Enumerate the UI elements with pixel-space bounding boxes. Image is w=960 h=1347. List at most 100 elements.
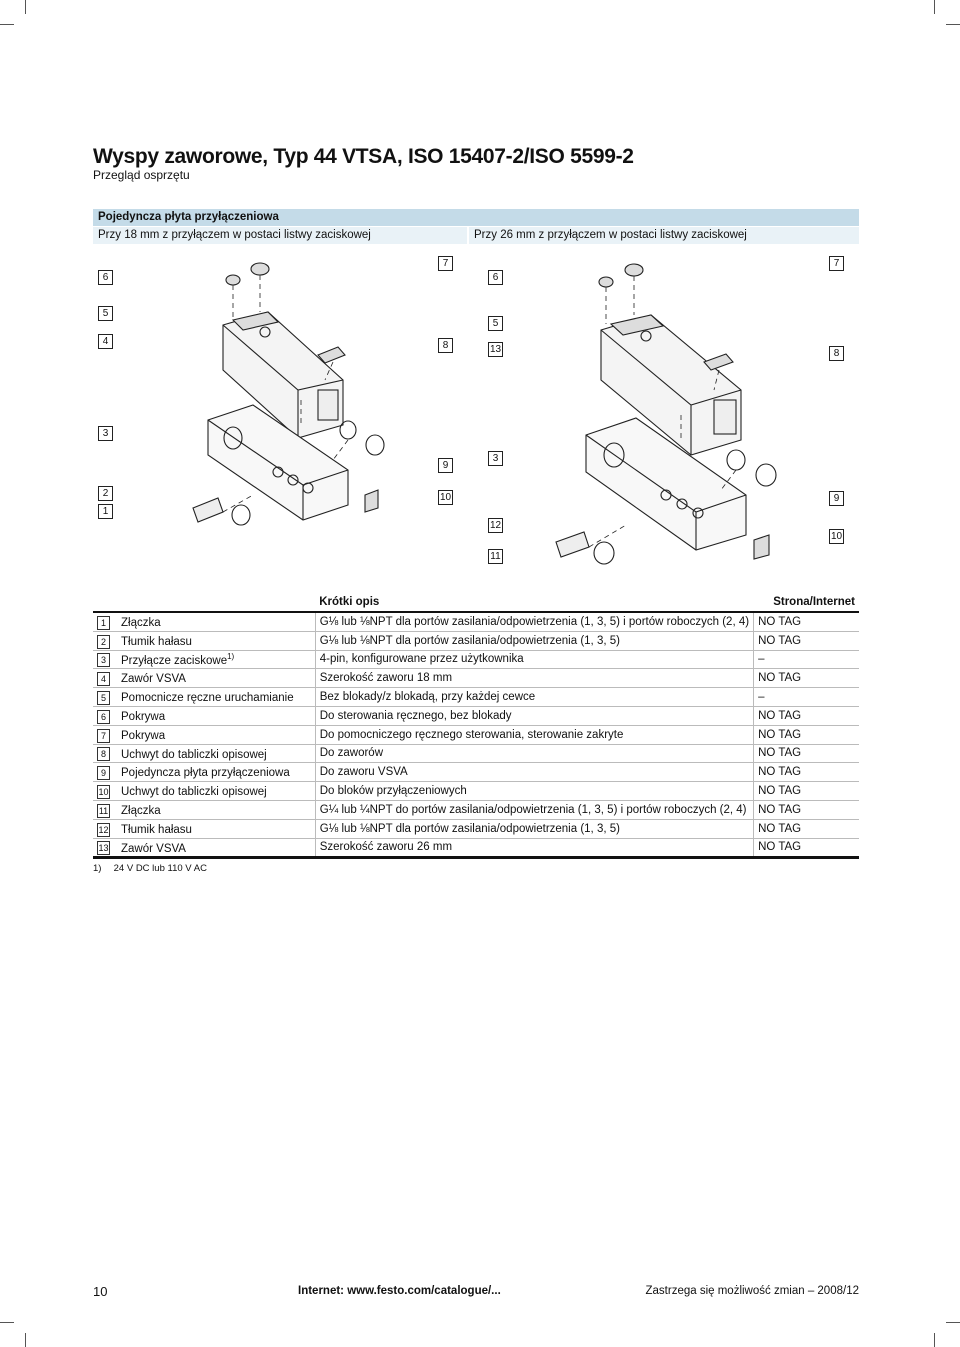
cell-name: 11 Złączka — [93, 800, 316, 820]
item-name: Tłumik hałasu — [121, 635, 192, 648]
item-number: 12 — [97, 822, 110, 837]
table-row: 1 Złączka G⅛ lub ⅛NPT dla portów zasilania… — [93, 612, 859, 632]
exploded-view-26mm: 6 7 5 13 8 3 9 12 10 11 — [486, 250, 859, 570]
page-title: Wyspy zaworowe, Typ 44 VTSA, ISO 15407-2… — [93, 145, 634, 168]
item-number: 13 — [97, 841, 110, 856]
cell-link: – — [753, 687, 859, 707]
callout-10: 10 — [438, 490, 453, 505]
cell-description: Szerokość zaworu 26 mm — [314, 838, 754, 860]
item-name: Zawór VSVA — [121, 842, 186, 855]
callout-9: 9 — [829, 491, 844, 506]
callout-5: 5 — [98, 306, 113, 321]
cell-link: NO TAG — [753, 706, 859, 726]
header-empty — [93, 592, 315, 612]
callout-8: 8 — [438, 338, 453, 353]
item-name: Pokrywa — [121, 710, 166, 723]
crop-mark — [0, 24, 14, 25]
footnote-text: 24 V DC lub 110 V AC — [113, 863, 207, 874]
item-name: Zawór VSVA — [121, 673, 186, 686]
cell-name: 9 Pojedyncza płyta przyłączeniowa — [93, 762, 316, 783]
exploded-view-drawing — [192, 262, 385, 526]
cell-link: NO TAG — [753, 838, 859, 860]
item-name: Pomocnicze ręczne uruchamianie — [121, 692, 294, 705]
cell-link: NO TAG — [753, 762, 859, 783]
crop-mark — [0, 1322, 14, 1323]
crop-mark — [934, 1333, 935, 1347]
footer-notice: Zastrzega się możliwość zmian – 2008/12 — [645, 1285, 860, 1297]
left-caption: Przy 18 mm z przyłączem w postaci listwy… — [93, 227, 467, 244]
cell-description: G⅛ lub ⅛NPT dla portów zasilania/odpowie… — [314, 612, 754, 632]
crop-mark — [934, 0, 935, 14]
item-number: 4 — [97, 672, 110, 687]
callout-3: 3 — [488, 451, 503, 466]
callout-6: 6 — [488, 270, 503, 285]
callout-12: 12 — [488, 518, 503, 533]
callout-5: 5 — [488, 316, 503, 331]
table-header-row: Krótki opis Strona/Internet — [93, 592, 859, 612]
crop-mark — [25, 0, 26, 14]
footnote: 1) 24 V DC lub 110 V AC — [93, 863, 207, 874]
callout-8: 8 — [829, 346, 844, 361]
footnote-mark: 1) — [93, 863, 102, 874]
item-number: 3 — [97, 653, 110, 668]
cell-name: 7 Pokrywa — [93, 725, 316, 745]
cell-link: NO TAG — [753, 668, 859, 689]
item-name: Uchwyt do tabliczki opisowej — [121, 748, 267, 761]
cell-name: 8 Uchwyt do tabliczki opisowej — [93, 744, 316, 764]
crop-mark — [946, 24, 960, 25]
item-number: 7 — [97, 728, 110, 743]
cell-link: NO TAG — [753, 631, 859, 651]
cell-link: NO TAG — [753, 800, 859, 820]
item-number: 9 — [97, 766, 110, 781]
footer-internet: Internet: www.festo.com/catalogue/... — [298, 1285, 501, 1297]
callout-6: 6 — [98, 270, 113, 285]
callout-7: 7 — [829, 256, 844, 271]
exploded-view-drawing — [555, 263, 777, 565]
callout-3: 3 — [98, 426, 113, 441]
cell-link: NO TAG — [753, 725, 859, 745]
right-caption: Przy 26 mm z przyłączem w postaci listwy… — [469, 227, 859, 244]
table-row: 9 Pojedyncza płyta przyłączeniowa Do zawor… — [93, 762, 859, 783]
item-number: 5 — [97, 690, 110, 705]
callout-10: 10 — [829, 529, 844, 544]
cell-description: Do zaworów — [314, 744, 754, 764]
cell-description: G⅛ lub ⅛NPT dla portów zasilania/odpowie… — [314, 819, 754, 839]
callout-7: 7 — [438, 256, 453, 271]
cell-name: 1 Złączka — [93, 612, 316, 632]
item-name: Uchwyt do tabliczki opisowej — [121, 786, 267, 798]
item-number: 6 — [97, 709, 110, 724]
cell-link: NO TAG — [753, 781, 859, 801]
crop-mark — [946, 1322, 960, 1323]
header-link: Strona/Internet — [773, 595, 855, 608]
callout-4: 4 — [98, 334, 113, 349]
cell-description: Do bloków przyłączeniowych — [314, 781, 754, 801]
item-number: 1 — [97, 615, 110, 630]
item-name: Pojedyncza płyta przyłączeniowa — [121, 767, 290, 780]
item-name: Złączka — [121, 616, 161, 629]
cell-description: Do zaworu VSVA — [314, 762, 754, 783]
section-header: Pojedyncza płyta przyłączeniowa Przy 18 … — [93, 209, 859, 244]
cell-link: NO TAG — [753, 744, 859, 764]
item-number: 11 — [97, 803, 110, 818]
item-name: Pokrywa — [121, 729, 166, 742]
exploded-view-18mm: 6 7 5 4 8 3 9 2 1 10 — [93, 250, 463, 550]
cell-link: NO TAG — [753, 819, 859, 839]
cell-link: NO TAG — [753, 612, 859, 632]
item-number: 8 — [97, 747, 110, 762]
cell-name: 13 Zawór VSVA — [93, 838, 316, 860]
header-description: Krótki opis — [319, 595, 380, 608]
item-name: Złączka — [121, 804, 161, 817]
